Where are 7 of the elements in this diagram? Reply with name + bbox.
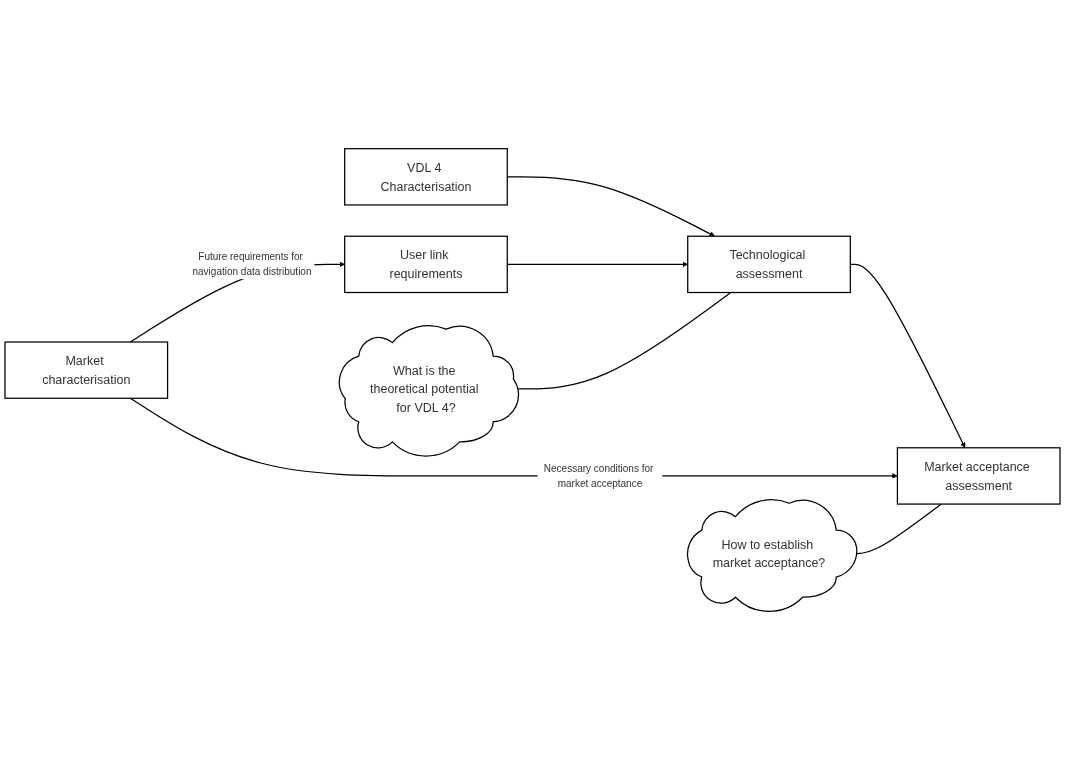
node-box: User link requirements <box>344 235 508 294</box>
node-box: Market characterisation <box>4 341 169 399</box>
edge-label: Future requirements for navigation data distribution <box>192 251 312 277</box>
node-box: Market acceptance assessment <box>896 447 1061 505</box>
node-box: Technological assessment <box>687 235 851 294</box>
node-box: VDL 4 Characterisation <box>344 148 508 206</box>
edge-label: Necessary conditions for market acceptance <box>543 462 654 489</box>
